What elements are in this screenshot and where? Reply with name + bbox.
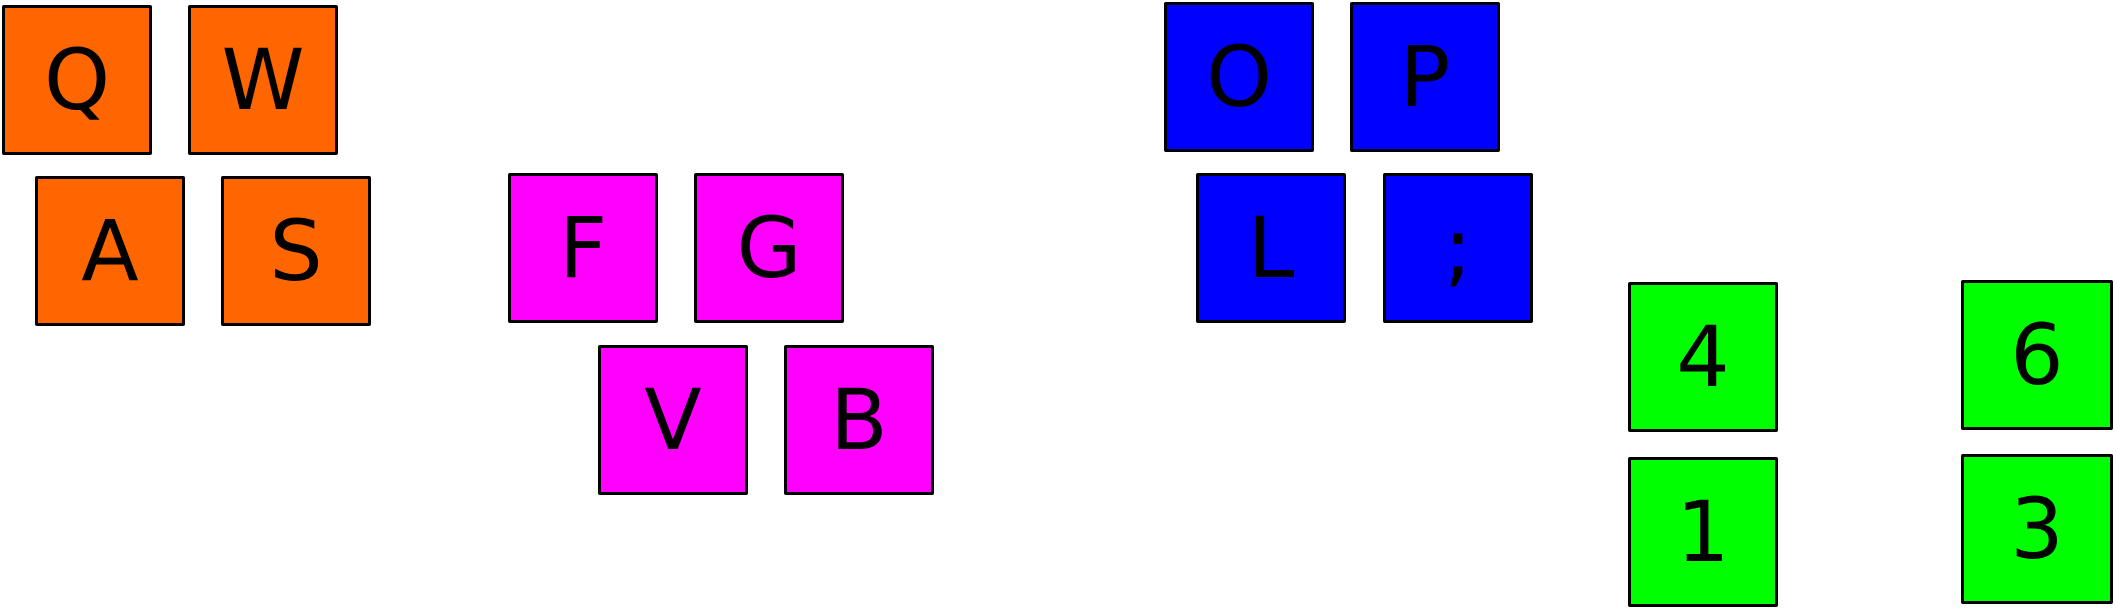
- key-f: F: [508, 173, 658, 323]
- key-label: B: [830, 371, 888, 469]
- key-s: S: [221, 176, 371, 326]
- key-v: V: [598, 345, 748, 495]
- key-label: G: [736, 199, 802, 297]
- key-label: O: [1205, 28, 1273, 126]
- key-a: A: [35, 176, 185, 326]
- key-w: W: [188, 5, 338, 155]
- key-3: 3: [1961, 454, 2113, 604]
- key-label: L: [1247, 199, 1295, 297]
- key-b: B: [784, 345, 934, 495]
- key-label: ;: [1443, 199, 1473, 297]
- key-label: 3: [2010, 480, 2064, 578]
- key-q: Q: [2, 5, 152, 155]
- key-label: 1: [1676, 483, 1730, 581]
- key-label: V: [644, 371, 702, 469]
- key-label: F: [558, 199, 608, 297]
- key-semicolon: ;: [1383, 173, 1533, 323]
- key-label: S: [269, 202, 323, 300]
- key-label: P: [1399, 28, 1451, 126]
- key-label: A: [81, 202, 139, 300]
- key-label: Q: [43, 31, 111, 129]
- key-6: 6: [1961, 280, 2113, 430]
- key-4: 4: [1628, 282, 1778, 432]
- key-o: O: [1164, 2, 1314, 152]
- key-label: W: [221, 31, 305, 129]
- key-l: L: [1196, 173, 1346, 323]
- key-1: 1: [1628, 457, 1778, 607]
- key-label: 6: [2010, 306, 2064, 404]
- key-label: 4: [1676, 308, 1730, 406]
- key-p: P: [1350, 2, 1500, 152]
- key-g: G: [694, 173, 844, 323]
